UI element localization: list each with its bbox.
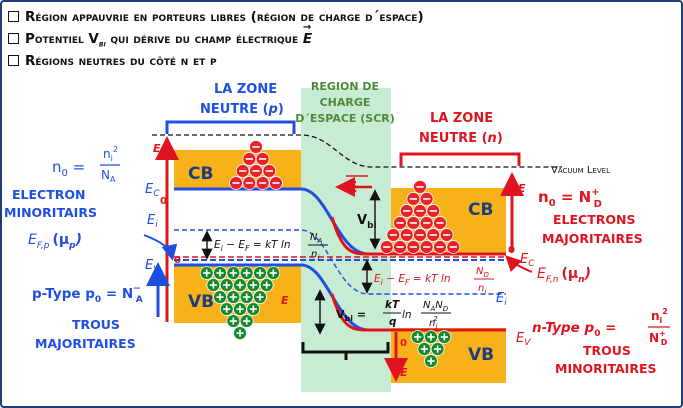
ei-ef-p-equation: Ei − EF = kT ln <box>214 239 290 253</box>
checkbox-icon <box>8 10 19 22</box>
right-trous-line1: TROUS <box>583 343 631 358</box>
vacuum-level-line <box>152 134 562 168</box>
left-electrons <box>229 140 283 190</box>
right-electrons-line2: MAJORITAIRES <box>542 231 643 246</box>
right-zero-vb: 0 <box>400 338 407 349</box>
left-ei-label: Ei <box>147 213 158 230</box>
vbi-eq-den: ni2 <box>429 315 438 331</box>
left-trous-line1: TROUS <box>72 317 120 332</box>
left-ev-label: EV <box>145 258 160 275</box>
right-trous-line2: MINORITAIRES <box>555 361 657 376</box>
left-vb-e-label: E <box>281 294 289 307</box>
e-vector: →E <box>302 22 313 47</box>
right-vb-label: VB <box>468 345 494 365</box>
left-vb-label: VB <box>188 292 214 312</box>
bullet-potential: Potentiel Vbi qui dérive du champ électr… <box>8 22 313 50</box>
right-ei-label: Ei <box>496 291 507 308</box>
left-n0-numerator: ni2 <box>103 145 118 163</box>
left-title-line2: NEUTRE (p) <box>200 102 284 117</box>
left-cb-label: CB <box>188 164 213 184</box>
right-electrons <box>379 179 461 254</box>
n-type-denominator: N+D <box>649 329 668 347</box>
field-label: E <box>347 178 357 196</box>
scr-title-line3: D´ESPACE (SCR) <box>295 112 395 125</box>
ei-ef-p-den: ni <box>311 249 319 262</box>
p-type-label: p-Type p0 = N−A <box>32 284 143 305</box>
checkbox-icon <box>8 54 19 66</box>
n-type-numerator: ni2 <box>651 307 668 325</box>
right-electrons-line1: ELECTRONS <box>553 212 635 227</box>
efn-pointer <box>505 255 533 273</box>
right-vb-e-label: E <box>400 366 408 379</box>
left-holes <box>199 266 281 341</box>
checkbox-icon <box>8 32 19 44</box>
bullet-neutral: Régions neutres du côté n et p <box>8 53 217 69</box>
conduction-band-n-line <box>330 216 506 256</box>
ei-ef-n-den: ni <box>478 283 486 296</box>
scr-bracket <box>301 342 390 360</box>
left-zone-bracket <box>165 120 296 134</box>
left-title-line1: LA ZONE <box>214 82 277 97</box>
right-title-line1: LA ZONE <box>430 111 493 126</box>
right-n0-label: n0 = N+D <box>538 187 602 210</box>
scr-title-line1: REGION DE <box>311 80 379 93</box>
valence-band-n-line <box>330 293 506 332</box>
n-type-label: n-Type p0 = <box>532 320 616 339</box>
efp-label: EF,p(μp) <box>28 232 82 251</box>
right-ev-label: EV <box>516 331 531 348</box>
left-n0-denominator: NA <box>101 168 116 184</box>
vacuum-level-label: Vacuum Level <box>551 165 610 176</box>
ei-ef-n-num: ND <box>476 266 489 279</box>
right-holes <box>410 330 452 368</box>
efp-pointer <box>143 234 178 261</box>
right-zone-bracket <box>399 152 521 166</box>
vbi-eq-kt: kT <box>385 299 400 311</box>
right-zero-cb: 0 <box>508 245 515 256</box>
ei-ef-n-equation: Ei − EF = kT ln <box>374 273 450 287</box>
left-e-axis-label: E <box>153 142 161 155</box>
left-zero-vb: 0 <box>174 255 181 266</box>
efn-label: EF,n(μn) <box>537 266 591 285</box>
scr-title-line2: CHARGE <box>320 96 371 109</box>
left-n0-label: n0 = <box>52 158 85 179</box>
vbi-eq-num: NAND <box>423 300 449 313</box>
vbi-eq-lhs: Vbi = <box>336 308 366 323</box>
right-e-axis-label: E <box>518 182 526 195</box>
right-ec-label: EC <box>520 252 535 269</box>
left-electron-line1: ELECTRON <box>12 187 85 202</box>
ei-ef-p-num: NA <box>310 232 322 245</box>
vbi-label: Vbi <box>357 213 377 231</box>
bullet-depletion: Région appauvrie en porteurs libres (rég… <box>8 9 424 25</box>
left-trous-line2: MAJORITAIRES <box>35 336 136 351</box>
vbi-eq-q: q <box>389 316 397 328</box>
left-zero-cb: 0 <box>160 196 167 207</box>
vbi-eq-ln: ln <box>402 309 412 321</box>
left-electron-line2: MINORITAIRS <box>4 205 97 220</box>
left-ec-label: EC <box>145 182 160 199</box>
right-title-line2: NEUTRE (n) <box>419 131 503 146</box>
right-cb-label: CB <box>468 200 493 220</box>
